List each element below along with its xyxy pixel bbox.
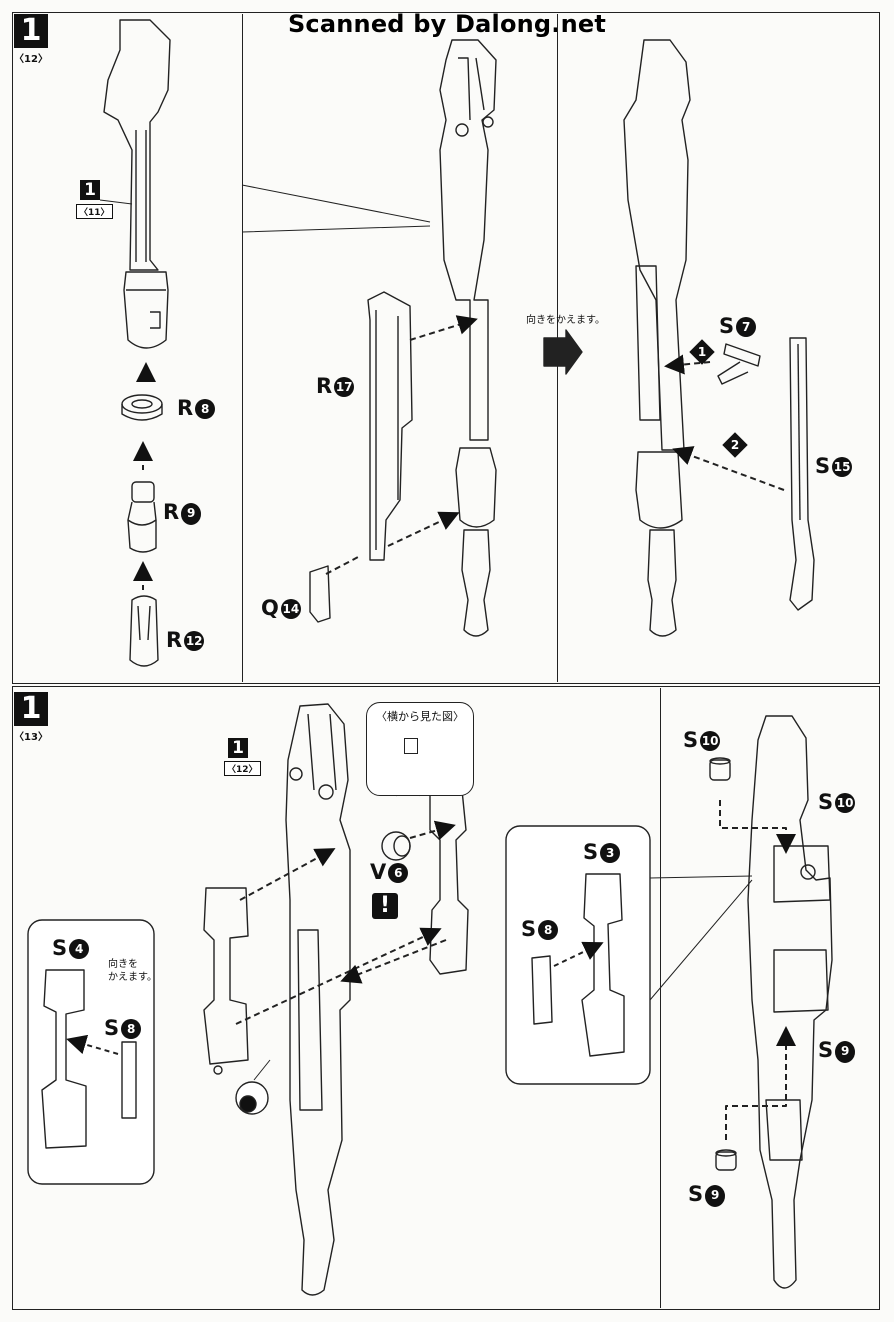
step-number-bottom: 1 bbox=[14, 692, 48, 726]
order-marker-2: 2 bbox=[722, 432, 748, 458]
ref-step-sub: 〈12〉 bbox=[224, 761, 261, 776]
ref-step-number: 1 bbox=[228, 738, 248, 758]
step-sub-top: 〈12〉 bbox=[14, 54, 48, 65]
part-r9 bbox=[127, 481, 157, 553]
part-s15 bbox=[789, 337, 815, 611]
step-number-top: 1 bbox=[14, 14, 48, 48]
barrel-assembly-3 bbox=[623, 39, 691, 637]
part-r8 bbox=[121, 394, 163, 421]
side-view-icon bbox=[404, 738, 418, 754]
part-r12 bbox=[129, 595, 159, 667]
turn-around-note-inset: 向きを かえます。 bbox=[108, 959, 157, 983]
part-left-holder bbox=[203, 887, 249, 1075]
part-s10-cap bbox=[709, 757, 731, 781]
side-view-label: 〈横から見た図〉 bbox=[376, 710, 464, 723]
barrel-assembly-2 bbox=[439, 39, 497, 637]
side-view-bubble bbox=[366, 702, 474, 796]
turn-around-note: 向きをかえます。 bbox=[526, 315, 605, 326]
barrel-assembly-5 bbox=[747, 715, 833, 1289]
order-marker-1: 1 bbox=[689, 339, 715, 365]
part-right-holder bbox=[429, 789, 469, 975]
warning-icon: ! bbox=[372, 893, 398, 919]
ref-step-number: 1 bbox=[80, 180, 100, 200]
part-s9-cap bbox=[715, 1149, 737, 1171]
part-q14 bbox=[309, 565, 331, 623]
panel-divider bbox=[242, 14, 243, 682]
ref-step-sub: 〈11〉 bbox=[76, 204, 113, 219]
step-panel-top bbox=[12, 12, 880, 684]
watermark: Scanned by Dalong.net bbox=[287, 10, 607, 38]
part-s7 bbox=[717, 343, 761, 385]
barrel-assembly-1 bbox=[99, 19, 171, 349]
inset-box-right bbox=[505, 825, 651, 1085]
step-panel-bottom bbox=[12, 686, 880, 1310]
part-v6 bbox=[381, 831, 411, 861]
part-r17 bbox=[367, 291, 413, 561]
panel-divider bbox=[660, 688, 661, 1308]
barrel-assembly-4 bbox=[285, 703, 351, 1296]
step-sub-bottom: 〈13〉 bbox=[14, 732, 48, 743]
